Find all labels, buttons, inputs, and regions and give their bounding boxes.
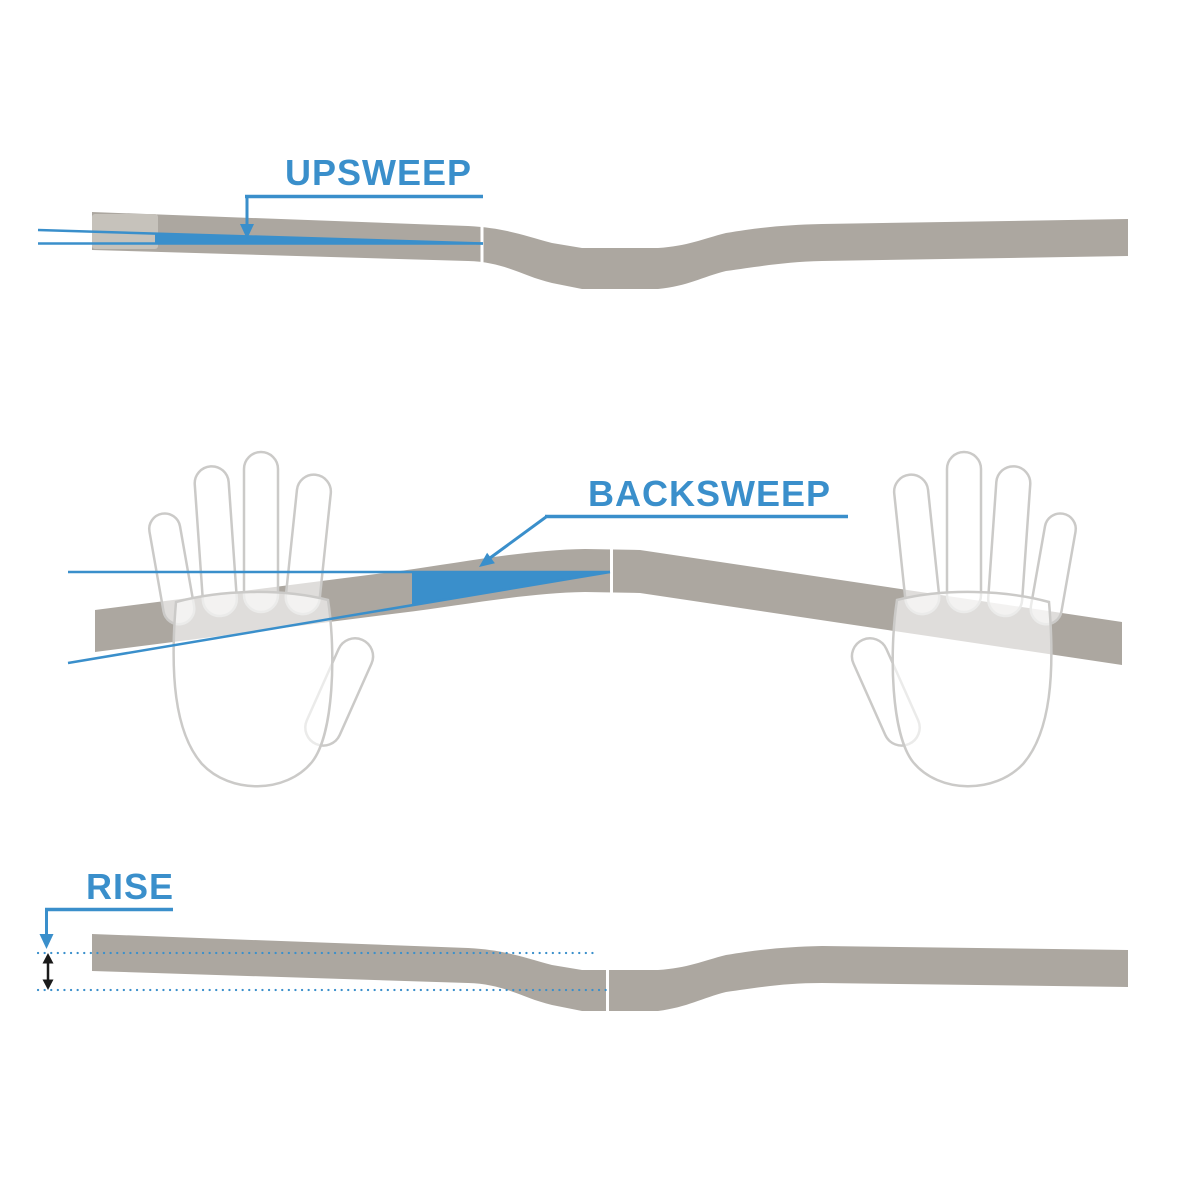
rise-section [36, 907, 1128, 1012]
bar-axis-line [67, 570, 611, 665]
rise-pointer-arrowhead-icon [39, 934, 54, 949]
upsweep-label: UPSWEEP [285, 152, 473, 193]
clamp-divider-line [610, 548, 613, 594]
backsweep-label: BACKSWEEP [588, 473, 832, 514]
rise-measure-arrowhead-up-icon [42, 953, 54, 964]
upsweep-pointer-arrowhead-icon [240, 224, 254, 239]
clamp-divider-line [606, 969, 609, 1012]
backsweep-pointer-arrowhead-icon [479, 552, 495, 567]
handlebar-top-view [95, 549, 1122, 665]
bar-axis-line [37, 228, 484, 245]
handlebar-side-view [92, 212, 1128, 289]
backsweep-section [67, 450, 1122, 788]
rise-measure-arrowhead-down-icon [42, 979, 54, 990]
handlebar-side-view [92, 934, 1128, 1011]
rise-label: RISE [86, 866, 175, 907]
backsweep-pointer-line [489, 515, 547, 560]
upsweep-section [37, 194, 1128, 289]
